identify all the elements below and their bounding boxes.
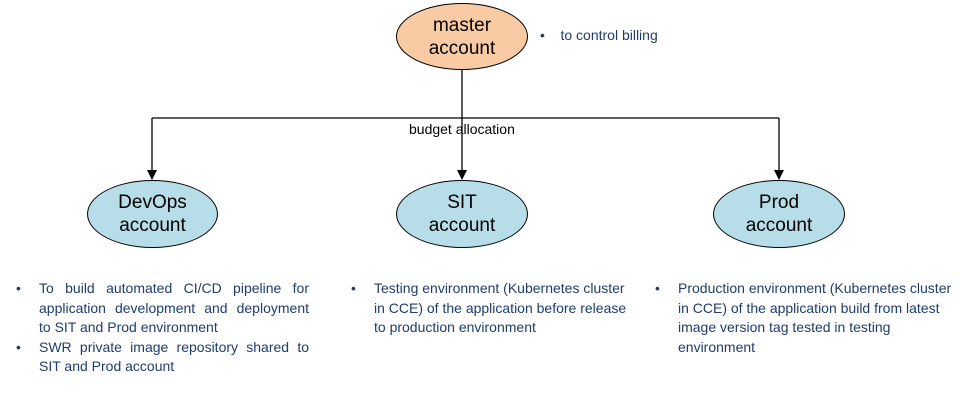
- sit-description-item: • Testing environment (Kubernetes cluste…: [351, 279, 631, 338]
- sit-account-node: SIT account: [396, 180, 528, 248]
- devops-description-item: • To build automated CI/CD pipeline for …: [16, 279, 309, 338]
- devops-description-text: To build automated CI/CD pipeline for ap…: [39, 280, 309, 335]
- bullet-marker: •: [16, 280, 21, 296]
- budget-allocation-label: budget allocation: [409, 121, 515, 137]
- sit-description-text: Testing environment (Kubernetes cluster …: [374, 280, 627, 335]
- devops-account-node: DevOps account: [87, 180, 218, 248]
- master-note: • to control billing: [540, 26, 658, 44]
- master-node-line1: master: [432, 14, 492, 36]
- devops-node-line1: DevOps: [118, 192, 187, 213]
- sit-node-line2: account: [428, 215, 496, 236]
- devops-description-text: SWR private image repository shared to S…: [39, 338, 309, 375]
- prod-account-node: Prod account: [713, 180, 845, 248]
- sit-description-list: • Testing environment (Kubernetes cluste…: [351, 279, 631, 338]
- master-account-node: master account: [396, 3, 528, 70]
- bullet-marker: •: [351, 280, 356, 296]
- master-node-line2: account: [428, 37, 496, 59]
- master-note-bullet: •: [540, 27, 545, 43]
- master-note-text: to control billing: [560, 27, 658, 43]
- bullet-marker: •: [16, 338, 21, 355]
- devops-node-line2: account: [119, 215, 186, 236]
- devops-description-list: • To build automated CI/CD pipeline for …: [16, 279, 309, 377]
- bullet-marker: •: [655, 280, 660, 296]
- prod-node-line2: account: [745, 215, 813, 236]
- prod-description-item: • Production environment (Kubernetes clu…: [655, 279, 955, 357]
- prod-node-line1: Prod: [758, 192, 800, 213]
- prod-description-list: • Production environment (Kubernetes clu…: [655, 279, 955, 357]
- prod-description-text: Production environment (Kubernetes clust…: [678, 280, 952, 355]
- devops-description-item: • SWR private image repository shared to…: [16, 338, 309, 377]
- sit-node-line1: SIT: [447, 192, 477, 213]
